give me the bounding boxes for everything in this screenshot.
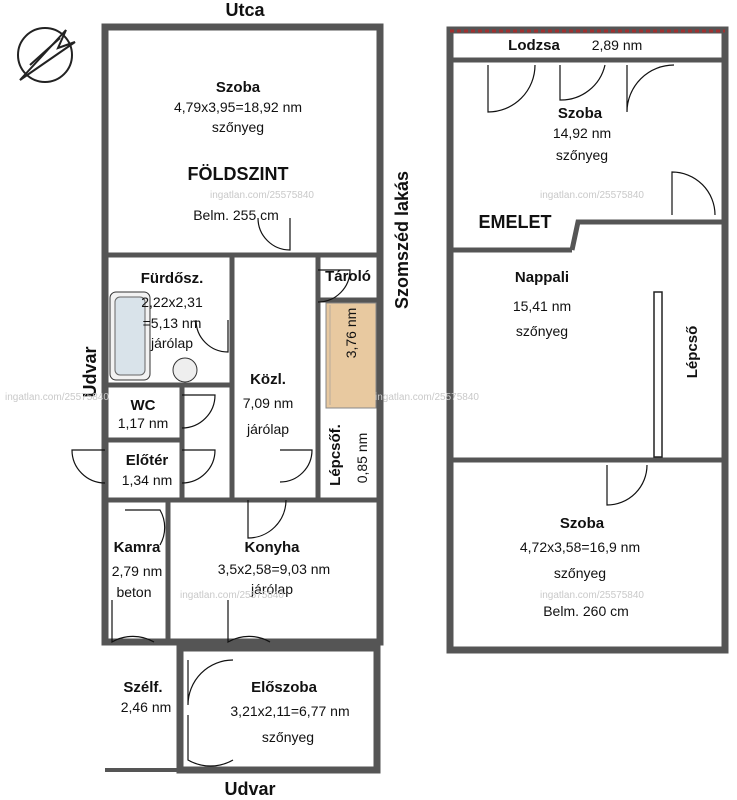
room-furdo-dims1: 2,22x2,31 — [141, 294, 203, 310]
room-nappali-area: 15,41 nm — [513, 298, 571, 314]
room-szoba-floor: szőnyeg — [212, 119, 264, 135]
watermark: ingatlan.com/25575840 — [210, 190, 314, 201]
watermark: ingatlan.com/25575840 — [375, 392, 479, 403]
watermark: ingatlan.com/25575840 — [180, 590, 284, 601]
room-szoba1-name: Szoba — [558, 105, 603, 122]
sink-icon — [172, 357, 198, 383]
room-furdo-name: Fürdősz. — [141, 270, 204, 287]
upper-floor-title: EMELET — [478, 212, 551, 232]
stair-area — [325, 302, 377, 409]
room-furdo-dims2: =5,13 nm — [143, 315, 202, 331]
compass-icon — [17, 27, 76, 83]
door-arc — [257, 217, 291, 251]
room-tarolo-area: 3,76 nm — [343, 308, 359, 359]
room-eloszoba-dims: 3,21x2,11=6,77 nm — [230, 703, 349, 719]
neighbor-label: Szomszéd lakás — [392, 171, 412, 309]
upper-outer-wall — [446, 26, 729, 654]
room-furdo-floor: járólap — [150, 335, 193, 351]
room-szoba1-area: 14,92 nm — [553, 125, 611, 141]
watermark: ingatlan.com/25575840 — [5, 392, 109, 403]
room-szelf-name: Szélf. — [123, 679, 162, 696]
room-kamra-floor: beton — [116, 584, 151, 600]
room-konyha-dims: 3,5x2,58=9,03 nm — [218, 561, 330, 577]
room-lepcsof-area: 0,85 nm — [354, 433, 370, 484]
room-szoba1-floor: szőnyeg — [556, 147, 608, 163]
ground-floor-title: FÖLDSZINT — [188, 164, 289, 184]
room-kozl-area: 7,09 nm — [243, 395, 294, 411]
eloszoba-wall — [176, 644, 381, 774]
room-eloszoba-floor: szőnyeg — [262, 729, 314, 745]
upper-floor — [446, 26, 729, 654]
ground-outer-wall — [101, 23, 384, 646]
room-eloter-area: 1,34 nm — [122, 472, 173, 488]
room-wc-area: 1,17 nm — [118, 415, 169, 431]
room-szoba2-height: Belm. 260 cm — [543, 603, 629, 619]
room-szoba2-name: Szoba — [560, 515, 605, 532]
room-eloszoba-name: Előszoba — [251, 679, 318, 696]
stair-rail — [653, 291, 663, 458]
room-lepcso-name: Lépcső — [684, 326, 701, 379]
room-szoba-dims: 4,79x3,95=18,92 nm — [174, 99, 302, 115]
room-lodzsa-name: Lodzsa — [508, 37, 560, 54]
room-kozl-name: Közl. — [250, 371, 286, 388]
room-szoba2-dims: 4,72x3,58=16,9 nm — [520, 539, 640, 555]
room-tarolo-name: Tároló — [325, 268, 371, 285]
room-kozl-floor: járólap — [246, 421, 289, 437]
room-kamra-name: Kamra — [114, 539, 161, 556]
room-konyha-floor: járólap — [250, 581, 293, 597]
watermark: ingatlan.com/25575840 — [540, 590, 644, 601]
yard-bottom-label: Udvar — [224, 779, 275, 799]
room-nappali-floor: szőnyeg — [516, 323, 568, 339]
room-kamra-area: 2,79 nm — [112, 563, 163, 579]
room-konyha-name: Konyha — [244, 539, 300, 556]
room-lepcsof-name: Lépcsőf. — [327, 424, 344, 486]
ground-floor — [71, 23, 384, 774]
room-szoba-name: Szoba — [216, 79, 261, 96]
yard-side-label: Udvar — [80, 346, 100, 397]
watermark: ingatlan.com/25575840 — [540, 190, 644, 201]
room-szoba-height: Belm. 255 cm — [193, 207, 279, 223]
room-eloter-name: Előtér — [126, 452, 169, 469]
room-nappali-name: Nappali — [515, 269, 569, 286]
room-lodzsa-area: 2,89 nm — [592, 37, 643, 53]
street-label: Utca — [225, 0, 265, 20]
room-szelf-area: 2,46 nm — [121, 699, 172, 715]
room-szoba2-floor: szőnyeg — [554, 565, 606, 581]
room-wc-name: WC — [131, 397, 156, 414]
